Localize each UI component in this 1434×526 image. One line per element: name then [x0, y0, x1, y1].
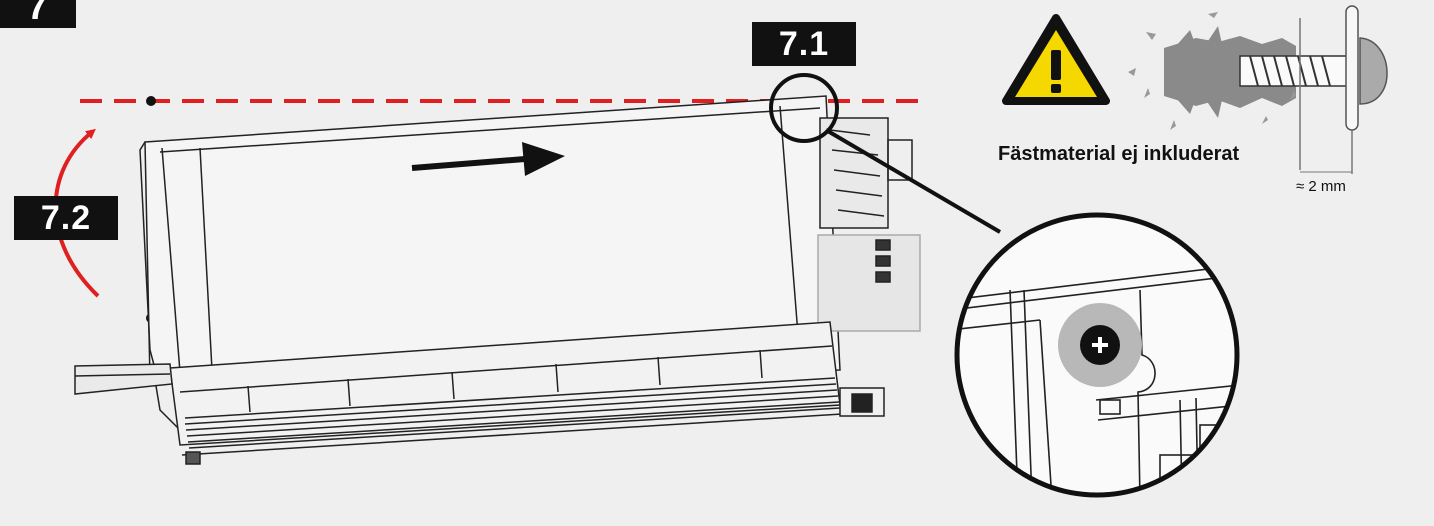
arrow-right-icon	[411, 142, 565, 176]
screw-and-wall-plug-icon	[1128, 5, 1388, 174]
fastening-material-caption: Fästmaterial ej inkluderat	[998, 143, 1240, 165]
unit-drawing	[74, 95, 921, 465]
warning-triangle-icon	[1002, 14, 1110, 105]
substep-tilt-label: 7.1	[752, 22, 856, 66]
detail-highlight-circle	[769, 73, 839, 143]
substep-rotate-label: 7.2	[14, 196, 118, 240]
detail-connector-line	[824, 128, 1002, 234]
step-number-label: 7	[0, 0, 76, 28]
gap-dimension-label: ≈ 2 mm	[1296, 178, 1346, 195]
screw-head-plus-icon	[1058, 303, 1142, 387]
pivot-point-top	[146, 96, 156, 106]
